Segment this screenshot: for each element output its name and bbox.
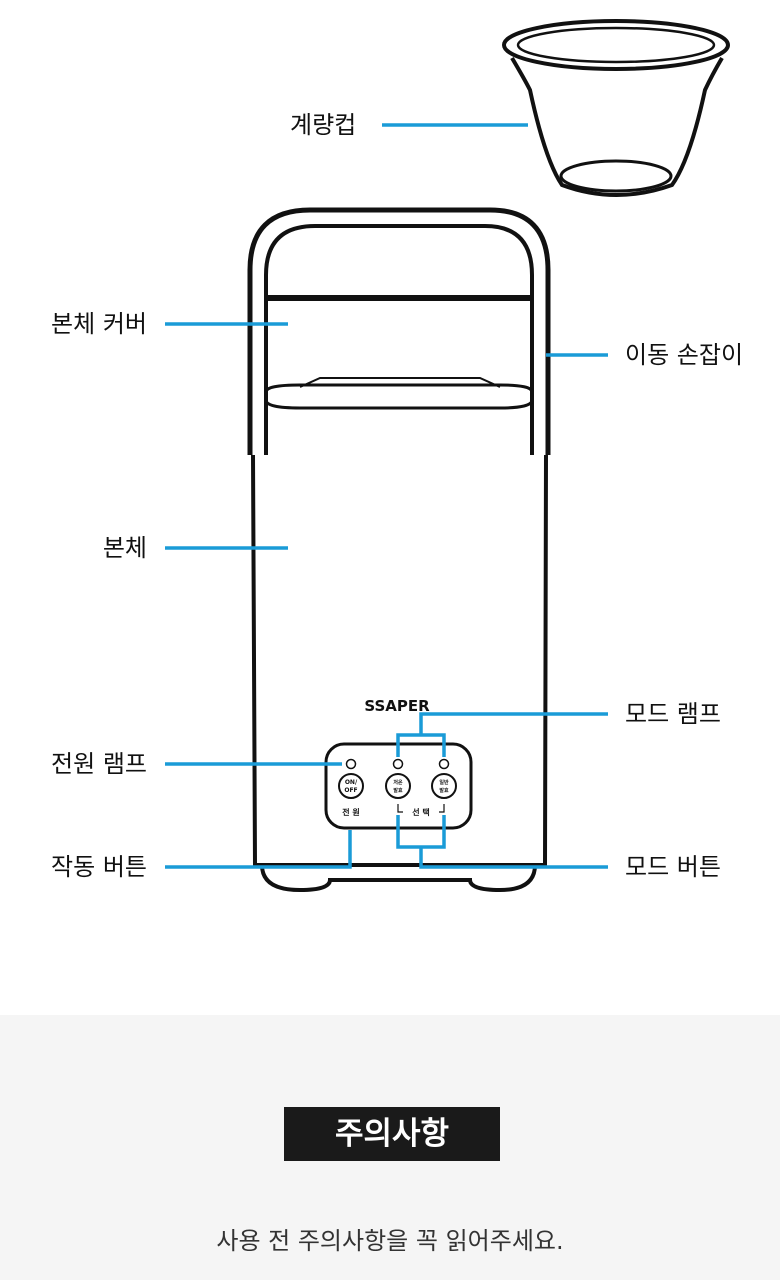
notice-title: 주의사항: [284, 1107, 500, 1161]
product-diagram: SSAPER ON/ OFF 저온 발효 일반 발효 전 원 선 택 계량컵 본…: [51, 19, 744, 893]
measuring-cup-drawing: [502, 19, 730, 197]
on-off-label-2: OFF: [344, 787, 357, 794]
normal-label-1: 일반: [439, 779, 449, 786]
notice-subtitle: 사용 전 주의사항을 꼭 읽어주세요.: [216, 1227, 564, 1255]
label-power-lamp: 전원 램프: [51, 750, 147, 778]
select-caption: 선 택: [412, 807, 430, 817]
leader-lines: [165, 123, 608, 869]
label-body-cover: 본체 커버: [51, 310, 147, 338]
device-illustration: SSAPER ON/ OFF 저온 발효 일반 발효 전 원 선 택: [165, 19, 730, 893]
low-temp-label-2: 발효: [393, 787, 403, 794]
label-measuring-cup: 계량컵: [290, 111, 357, 139]
on-off-label-1: ON/: [345, 779, 358, 786]
label-mode-lamp: 모드 램프: [625, 700, 721, 728]
label-carry-handle: 이동 손잡이: [625, 341, 744, 369]
normal-label-2: 발효: [439, 787, 449, 794]
power-caption: 전 원: [342, 807, 360, 817]
notice-section: 주의사항 사용 전 주의사항을 꼭 읽어주세요.: [0, 1015, 780, 1280]
label-mode-button: 모드 버튼: [625, 853, 721, 881]
low-temp-label-1: 저온: [393, 779, 403, 786]
label-power-button: 작동 버튼: [51, 853, 147, 881]
brand-logo: SSAPER: [364, 697, 430, 715]
label-body: 본체: [102, 534, 147, 562]
